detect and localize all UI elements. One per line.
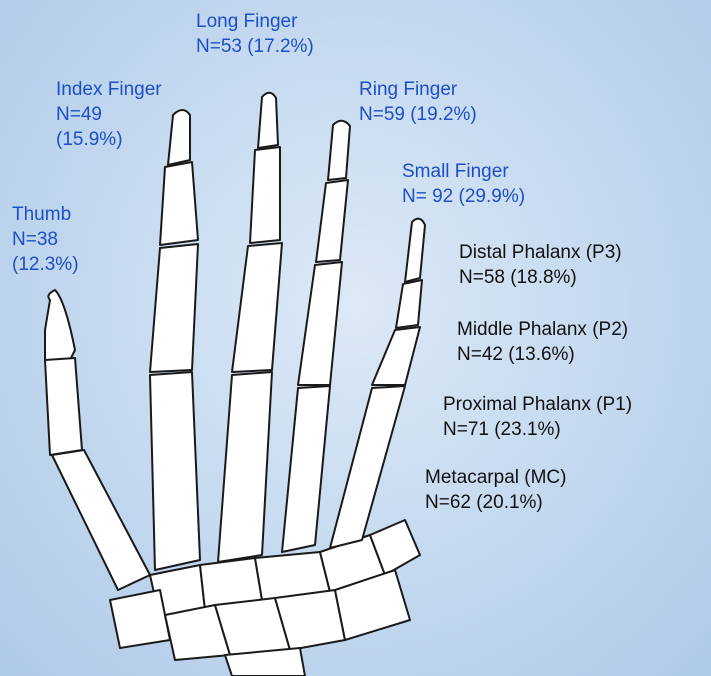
thumb-bones (45, 290, 150, 590)
index-finger-bones (150, 110, 200, 570)
proximal-phalanx-name: Proximal Phalanx (P1) (443, 392, 632, 417)
ring-finger-count: N=59 (19.2%) (359, 102, 477, 127)
small-finger-name: Small Finger (402, 159, 525, 184)
proximal-phalanx-label: Proximal Phalanx (P1) N=71 (23.1%) (443, 392, 632, 442)
thumb-label: Thumb N=38 (12.3%) (12, 202, 79, 277)
index-finger-name: Index Finger (56, 77, 162, 102)
metacarpal-count: N=62 (20.1%) (425, 490, 566, 515)
metacarpal-label: Metacarpal (MC) N=62 (20.1%) (425, 465, 566, 515)
distal-phalanx-name: Distal Phalanx (P3) (459, 240, 622, 265)
thumb-percent: (12.3%) (12, 252, 79, 277)
index-finger-count: N=49 (56, 102, 162, 127)
ring-finger-label: Ring Finger N=59 (19.2%) (359, 77, 477, 127)
index-finger-percent: (15.9%) (56, 127, 162, 152)
metacarpal-name: Metacarpal (MC) (425, 465, 566, 490)
middle-phalanx-label: Middle Phalanx (P2) N=42 (13.6%) (457, 317, 628, 367)
small-finger-count: N= 92 (29.9%) (402, 184, 525, 209)
small-finger-bones (330, 219, 425, 548)
long-finger-label: Long Finger N=53 (17.2%) (196, 9, 314, 59)
long-finger-count: N=53 (17.2%) (196, 34, 314, 59)
middle-phalanx-count: N=42 (13.6%) (457, 342, 628, 367)
middle-phalanx-name: Middle Phalanx (P2) (457, 317, 628, 342)
long-finger-bones (218, 93, 282, 562)
thumb-name: Thumb (12, 202, 79, 227)
index-finger-label: Index Finger N=49 (15.9%) (56, 77, 162, 152)
long-finger-name: Long Finger (196, 9, 314, 34)
proximal-phalanx-count: N=71 (23.1%) (443, 417, 632, 442)
small-finger-label: Small Finger N= 92 (29.9%) (402, 159, 525, 209)
distal-phalanx-count: N=58 (18.8%) (459, 265, 622, 290)
ring-finger-name: Ring Finger (359, 77, 477, 102)
distal-phalanx-label: Distal Phalanx (P3) N=58 (18.8%) (459, 240, 622, 290)
ring-finger-bones (282, 121, 350, 552)
thumb-count: N=38 (12, 227, 79, 252)
